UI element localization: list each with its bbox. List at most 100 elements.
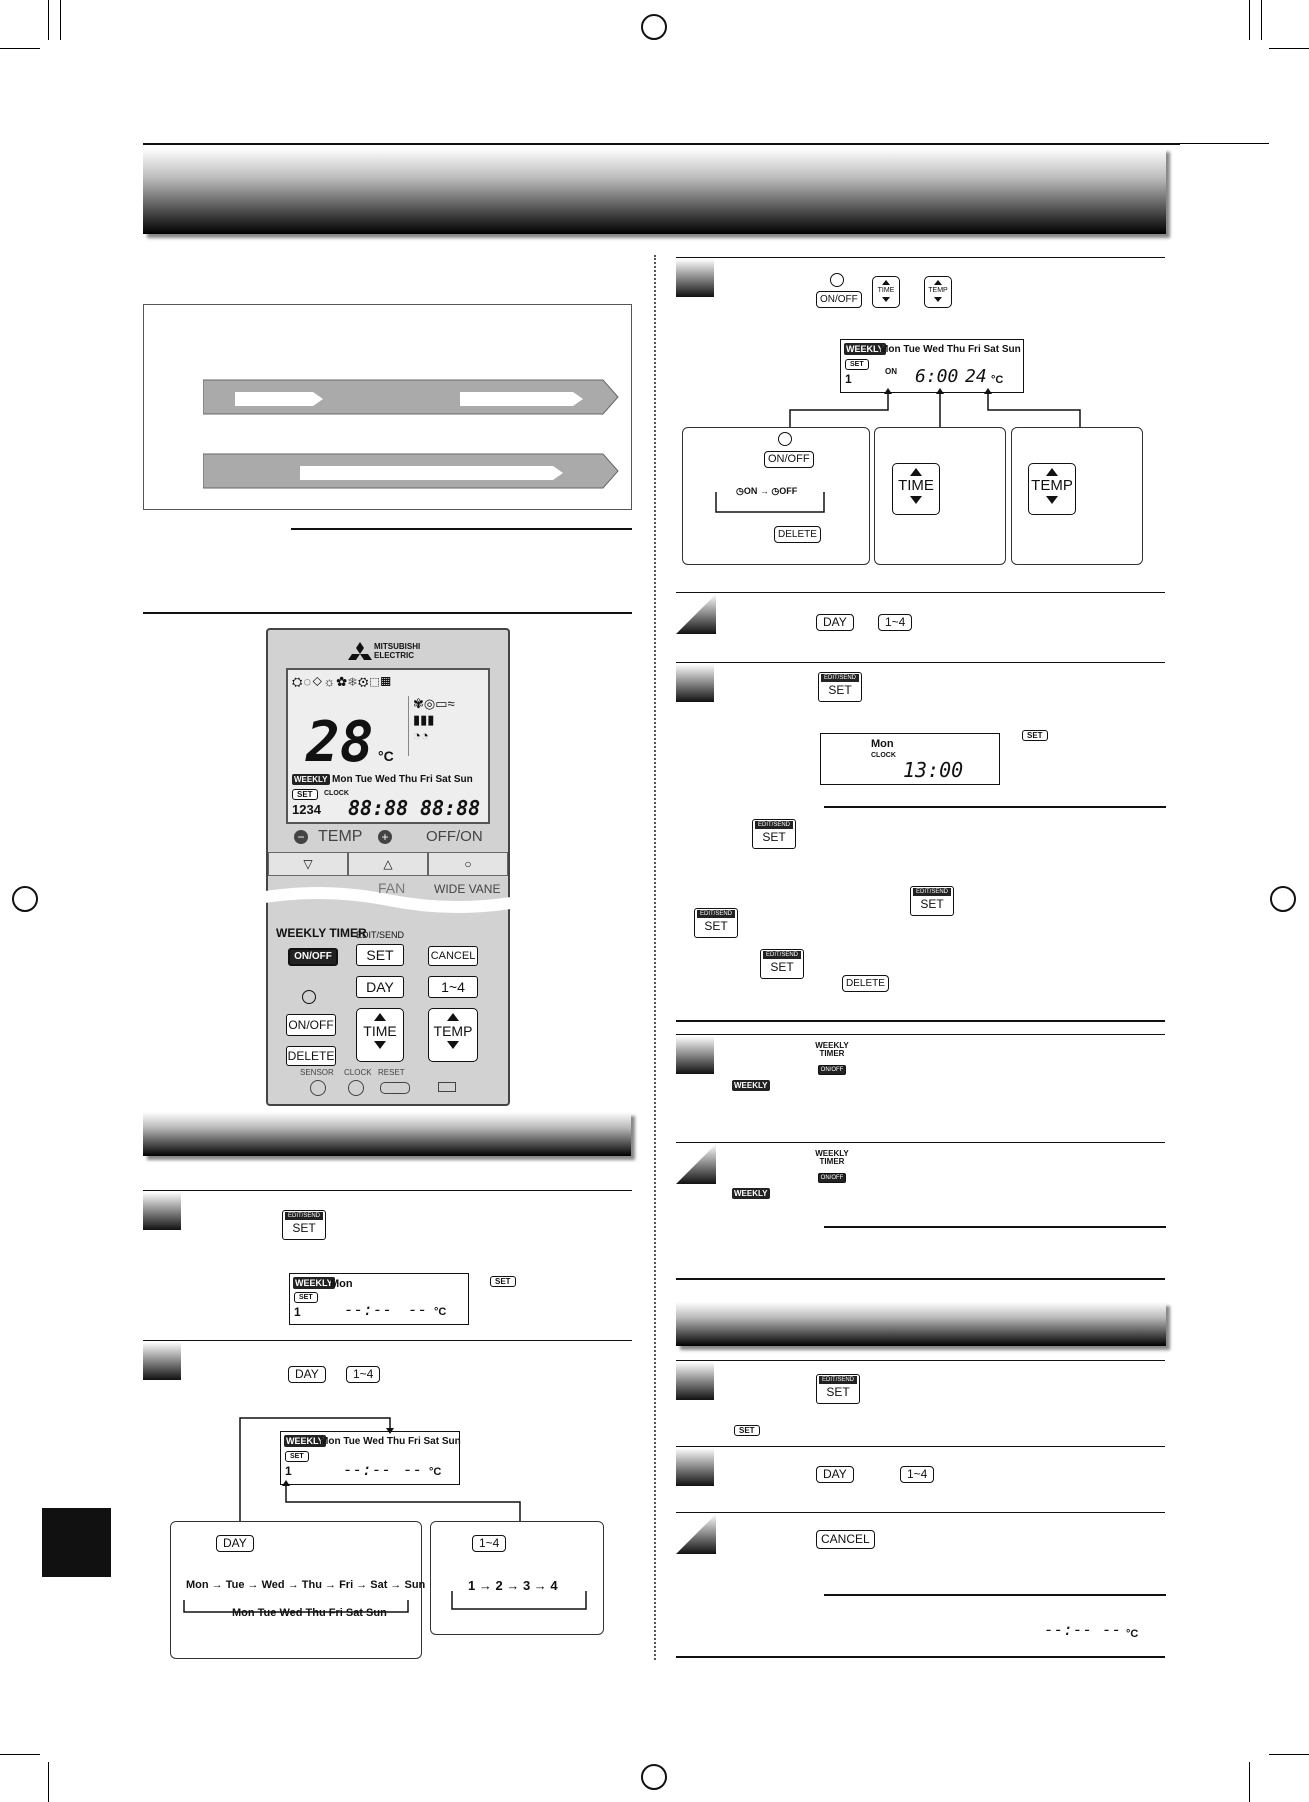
step-number-box	[676, 1448, 714, 1486]
range-cycle-loop	[451, 1591, 587, 1610]
break-wave	[248, 887, 528, 913]
lcd-step2-days: Mon Tue Wed Thu Fri Sat Sun	[320, 1436, 461, 1447]
day-cycle-row: Mon → Tue → Wed → Thu → Fri → Sat → Sun	[186, 1579, 426, 1591]
clock-button[interactable]	[348, 1080, 364, 1096]
day-key: DAY	[816, 1466, 854, 1483]
final-temp: --	[1102, 1620, 1122, 1639]
lcd-step1-slot: 1	[294, 1305, 301, 1319]
sensor-button[interactable]	[310, 1080, 326, 1096]
brand-label: MITSUBISHI ELECTRIC	[374, 642, 421, 660]
mode-icons-row: ⛭◌◇☼✿❄⚙⬚▦	[292, 674, 392, 689]
remote-range-button[interactable]: 1~4	[428, 976, 478, 998]
lcd-step3-set: SET	[845, 359, 869, 370]
lcd-set-badge: SET	[292, 789, 318, 800]
time-box-label: TIME	[898, 477, 934, 494]
crop-mark	[48, 0, 49, 40]
step-number-box	[143, 1342, 181, 1380]
temp-up-button[interactable]: △	[348, 852, 428, 876]
lcd-clock: Mon CLOCK 13:00	[820, 733, 1000, 785]
lcd-unit: °C	[378, 748, 394, 764]
onoff-key: ON/OFF	[816, 291, 862, 308]
remote-time-button[interactable]: TIME	[356, 1008, 404, 1062]
step-rule	[676, 1034, 1165, 1035]
crop-mark	[60, 0, 61, 40]
remote-onoff-button[interactable]: ON/OFF	[288, 948, 338, 966]
step-number-triangle	[676, 1144, 716, 1184]
weekly-timer-key: WEEKLY TIMER ON/OFF	[815, 1041, 849, 1075]
note-rule	[824, 1226, 1166, 1228]
time-key-small: TIME	[872, 276, 900, 308]
remote-temp-button[interactable]: TEMP	[428, 1008, 478, 1062]
registration-mark-icon	[1270, 886, 1296, 912]
temp-box-key: TEMP	[1028, 463, 1076, 515]
step-number-triangle	[676, 1514, 716, 1554]
final-time: --:--	[1044, 1620, 1093, 1639]
registration-mark-icon	[641, 14, 667, 40]
lcd-step2-temp: --	[403, 1460, 423, 1479]
page-tab	[42, 1508, 111, 1577]
header-banner	[143, 148, 1166, 234]
day-cycle-tue: Tue	[225, 1579, 245, 1591]
step-rule	[676, 1360, 1165, 1361]
connector-lines-left	[239, 1417, 521, 1522]
remote-day-button[interactable]: DAY	[356, 976, 404, 998]
temp-down-button[interactable]: ▽	[268, 852, 348, 876]
range-key: 1~4	[900, 1466, 935, 1483]
fan-row-label: FAN	[378, 880, 406, 896]
step-rule	[143, 1190, 632, 1191]
section-rule	[676, 1656, 1165, 1658]
day-cycle-loop	[183, 1600, 409, 1613]
temp-key-small: TEMP	[924, 276, 952, 308]
remote-temp-label: TEMP	[433, 1023, 473, 1039]
section-rule	[676, 1020, 1165, 1022]
lcd-step1-temp: --	[408, 1300, 428, 1319]
lcd-step1-time: --:--	[344, 1300, 393, 1319]
offon-row-label: OFF/ON	[426, 828, 483, 845]
crop-mark	[0, 1754, 40, 1755]
crop-mark	[1249, 1762, 1250, 1802]
lcd-step2-time: --:--	[343, 1460, 392, 1479]
step-rule	[676, 1512, 1165, 1513]
crop-mark	[1269, 1754, 1309, 1755]
lcd-step2-weekly: WEEKLY	[284, 1435, 326, 1447]
section-rule	[143, 612, 632, 614]
lcd-step1-weekly: WEEKLY	[293, 1277, 335, 1289]
lcd-step3-on: ON	[885, 367, 897, 376]
crop-mark	[1180, 143, 1269, 144]
temp-key-small-label: TEMP	[928, 287, 948, 294]
remote-onoff2-button[interactable]: ON/OFF	[286, 1014, 336, 1036]
reset-button[interactable]	[380, 1082, 410, 1094]
remote-set-button[interactable]: SET	[356, 944, 404, 966]
lcd-step1: WEEKLY Mon SET 1 --:-- -- °C	[289, 1273, 469, 1325]
range-key: 1~4	[878, 614, 913, 631]
step-rule	[143, 1340, 632, 1341]
step-rule	[676, 1446, 1165, 1447]
step-rule	[676, 1142, 1165, 1143]
remote-cancel-button[interactable]: CANCEL	[428, 946, 478, 966]
lcd-step2-set: SET	[285, 1451, 309, 1462]
step-number-box	[676, 664, 714, 702]
weekly-timer-key: WEEKLY TIMER ON/OFF	[815, 1149, 849, 1183]
day-cycle-key: DAY	[216, 1535, 254, 1552]
range-cycle-row: 1 → 2 → 3 → 4	[468, 1578, 558, 1593]
minus-icon: −	[294, 830, 308, 844]
power-button[interactable]: ○	[428, 852, 508, 876]
onoff-cycle-off: OFF	[779, 486, 798, 496]
day-key: DAY	[288, 1366, 326, 1383]
step-number-box	[143, 1192, 181, 1230]
temp-box-label: TEMP	[1031, 477, 1073, 494]
flow-arrow-1	[203, 379, 619, 415]
lcd-time2: 88:88	[420, 796, 481, 820]
crop-mark	[1261, 0, 1262, 40]
remote-controller: MITSUBISHI ELECTRIC ⛭◌◇☼✿❄⚙⬚▦ 28 °C ✾◎▭≈…	[248, 628, 528, 1106]
step-number-box	[676, 1362, 714, 1400]
reset-label: RESET	[378, 1068, 405, 1077]
lcd-nums: 1234	[292, 802, 321, 817]
lcd-clock-time: 13:00	[903, 758, 964, 782]
registration-mark-icon	[12, 886, 38, 912]
range-cycle-3: 3	[522, 1578, 531, 1593]
remote-delete-button[interactable]: DELETE	[286, 1046, 336, 1066]
